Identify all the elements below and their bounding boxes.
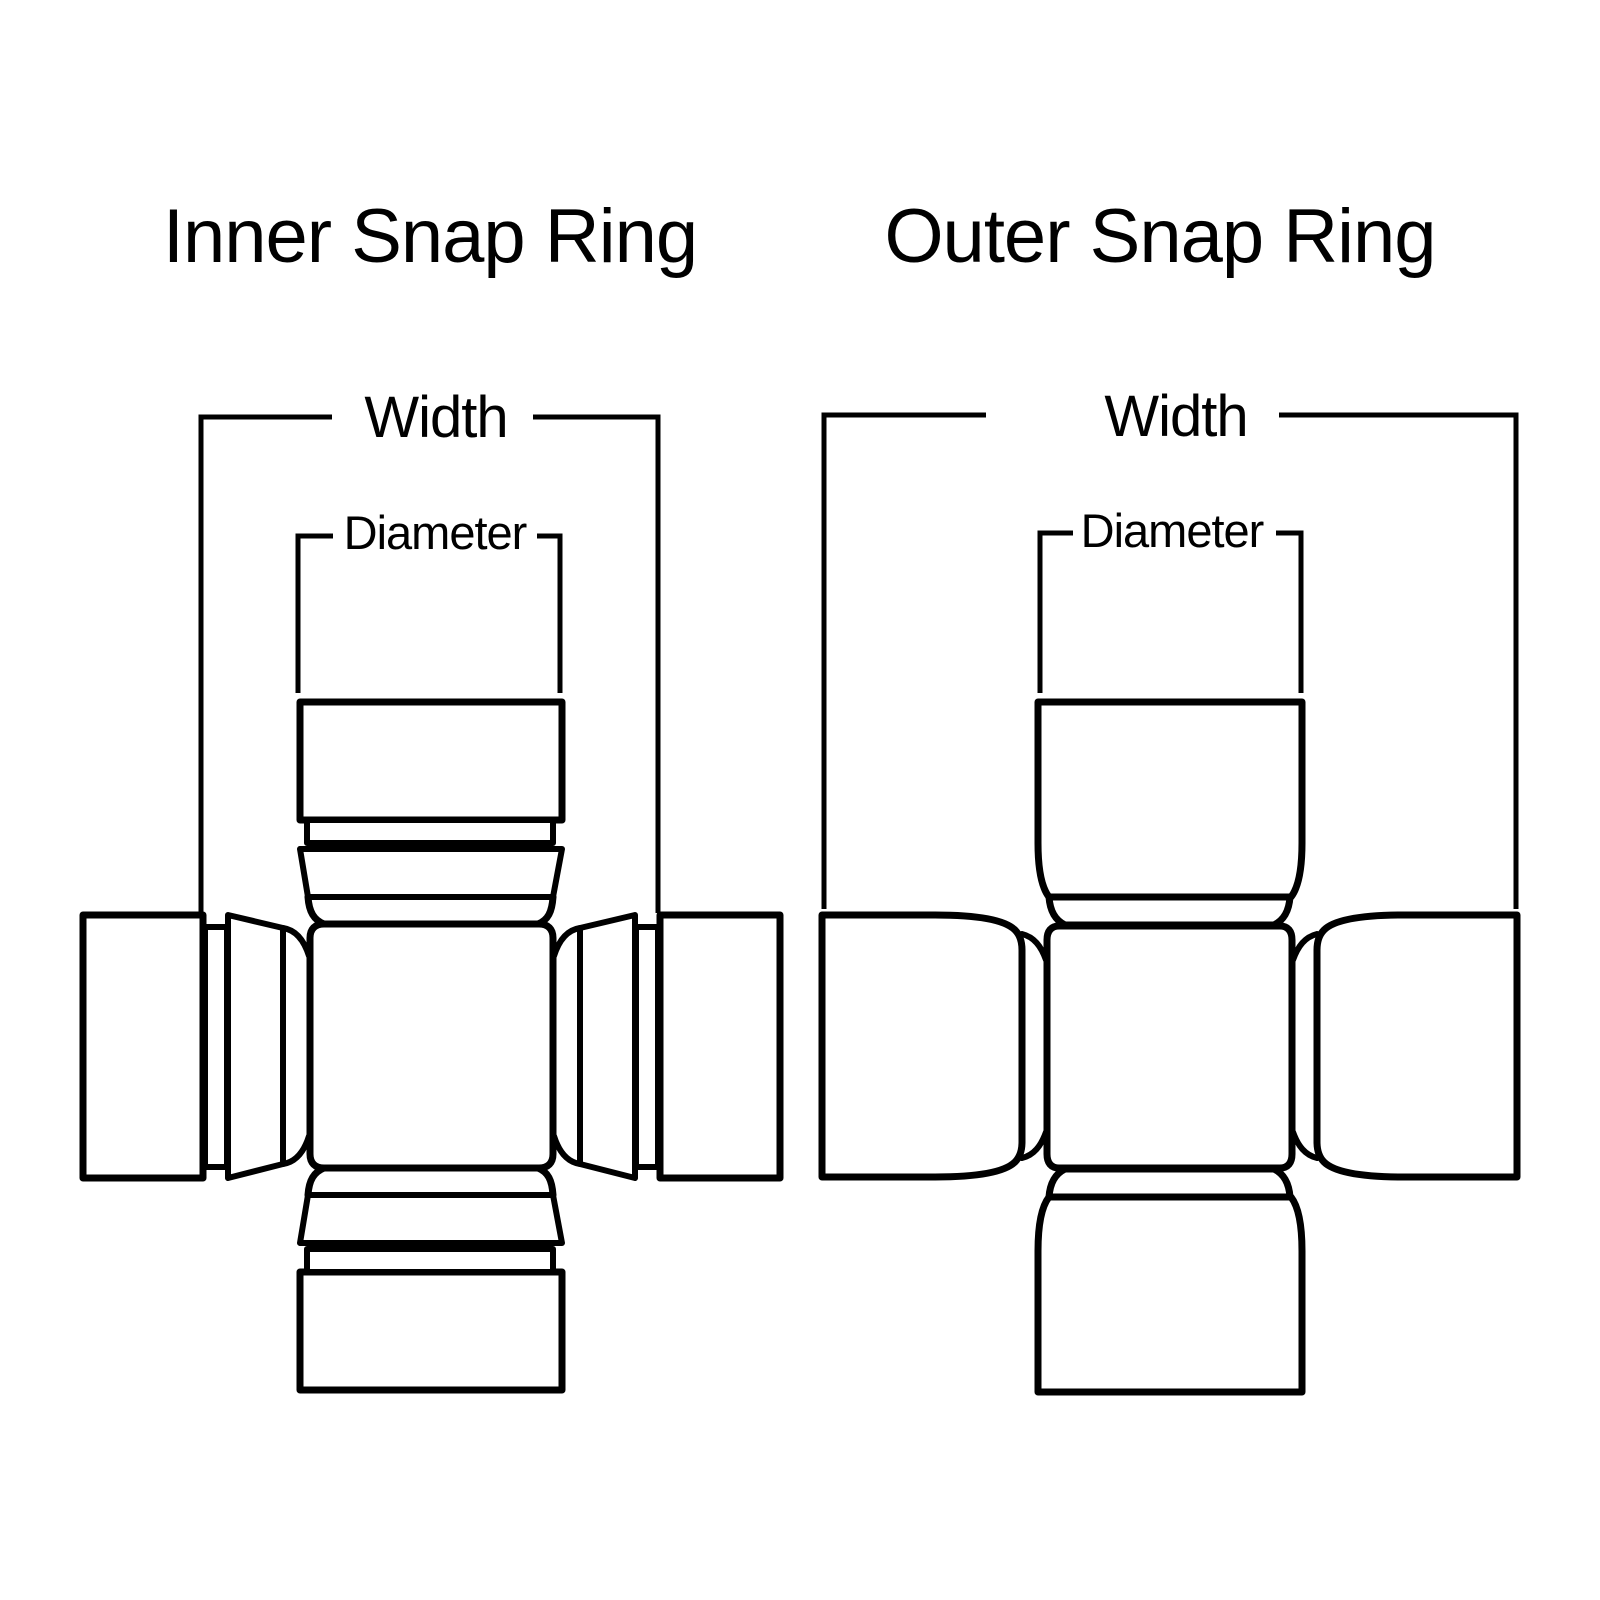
width-dimension-bracket — [821, 412, 1519, 909]
bottom-arm — [1038, 1169, 1302, 1392]
top-arm — [1038, 702, 1302, 925]
width-dimension-bracket — [198, 414, 661, 913]
diameter-label: Diameter — [344, 506, 527, 559]
diameter-dimension-bracket — [1037, 530, 1304, 693]
diameter-dimension-bracket — [295, 533, 563, 693]
left-arm — [822, 915, 1046, 1177]
left-arm — [83, 915, 309, 1178]
diagram-title: Inner Snap Ring — [163, 194, 697, 279]
bottom-arm — [300, 1168, 562, 1390]
diameter-label: Diameter — [1081, 504, 1264, 557]
width-label: Width — [1104, 384, 1247, 449]
outer-snap-ring-diagram: Outer Snap Ring Width Diameter — [822, 194, 1517, 1392]
right-arm — [554, 915, 780, 1178]
cross-body — [306, 920, 557, 1172]
inner-snap-ring-diagram: Inner Snap Ring Width Diameter — [83, 194, 780, 1390]
diagram-title: Outer Snap Ring — [884, 194, 1435, 279]
top-arm — [300, 702, 562, 924]
width-label: Width — [364, 385, 507, 450]
cross-body — [1043, 922, 1296, 1172]
right-arm — [1293, 915, 1517, 1177]
